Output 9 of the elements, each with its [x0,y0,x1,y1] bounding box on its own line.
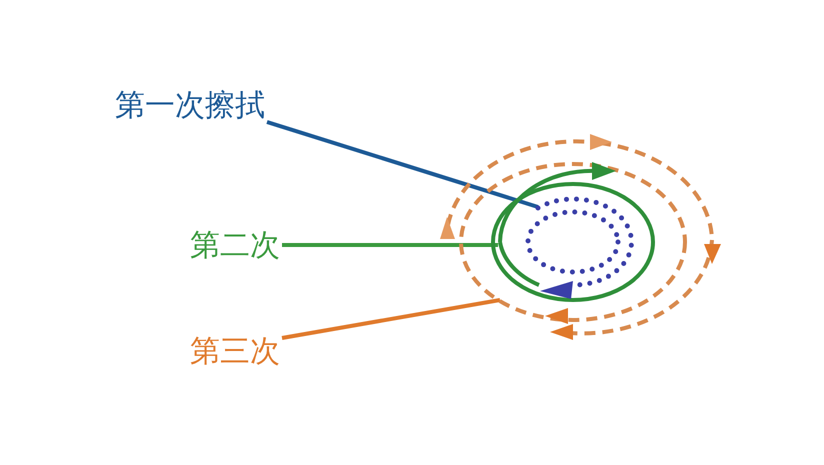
leader-line [282,243,498,247]
dotted-spiral [526,196,634,299]
callout-label: 第三次 [190,334,280,370]
callout-label: 第二次 [190,228,280,264]
leader-line [282,298,500,340]
callout-label: 第一次擦拭 [115,88,265,124]
dashed-spiral [440,134,721,340]
leader-line [266,120,539,209]
solid-spiral [491,162,655,302]
